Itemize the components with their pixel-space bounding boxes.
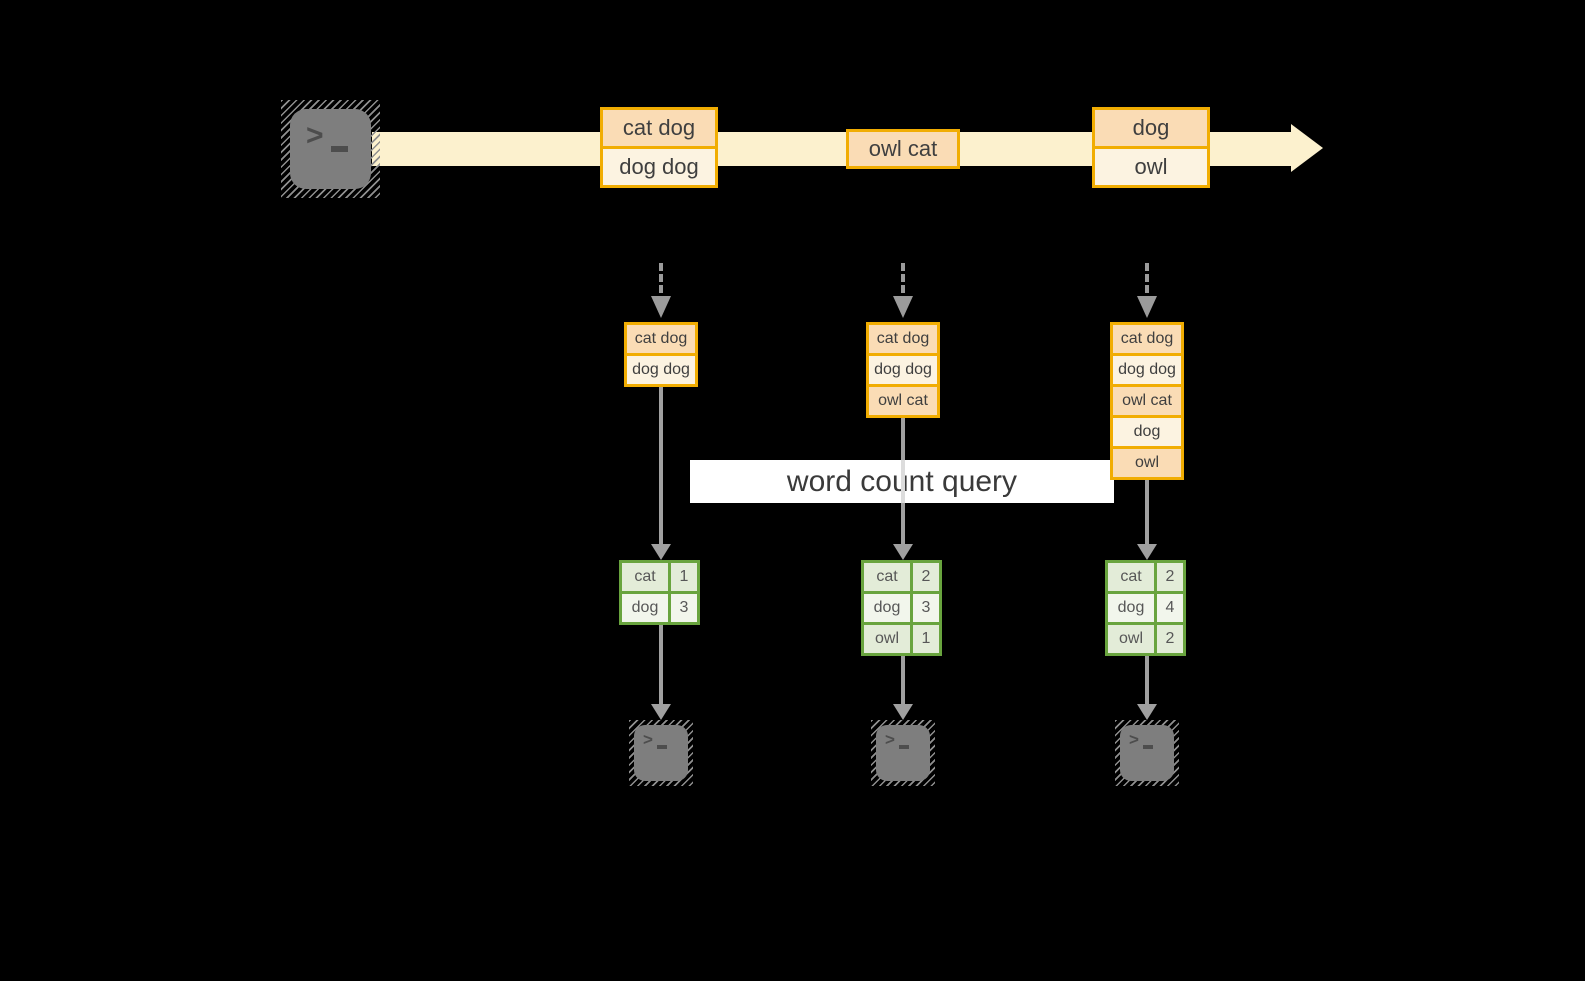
state-record: owl cat: [869, 387, 937, 415]
dashed-arrowhead: [893, 296, 913, 318]
dashed-arrowhead: [651, 296, 671, 318]
terminal-prompt-icon: >: [643, 730, 667, 750]
count-value: 2: [1157, 625, 1183, 653]
prompt-underscore: [330, 146, 348, 152]
count-value: 1: [913, 625, 939, 653]
terminal-icon: >: [871, 720, 935, 786]
state-record: owl: [1113, 449, 1181, 477]
arrowhead: [893, 544, 913, 560]
terminal-prompt-icon: >: [306, 119, 348, 153]
terminal-icon: >: [1115, 720, 1179, 786]
count-table-2: cat 2 dog 3 owl 1: [861, 560, 942, 656]
arrowhead: [651, 704, 671, 720]
prompt-underscore: [656, 745, 667, 749]
count-value: 2: [1157, 563, 1183, 591]
state-record: dog dog: [627, 356, 695, 384]
count-word: cat: [622, 563, 668, 591]
terminal-icon-body: >: [1120, 725, 1174, 781]
terminal-icon: >: [281, 100, 380, 198]
count-word: cat: [864, 563, 910, 591]
stream-record: dog dog: [603, 149, 715, 185]
stream-record: dog: [1095, 110, 1207, 146]
arrow-line: [1145, 656, 1149, 704]
count-word: owl: [1108, 625, 1154, 653]
state-record: cat dog: [1113, 325, 1181, 353]
count-value: 2: [913, 563, 939, 591]
dashed-arrow-line: [901, 263, 905, 293]
terminal-icon-body: >: [634, 725, 688, 781]
arrow-line: [659, 387, 663, 544]
arrowhead: [1137, 544, 1157, 560]
arrowhead: [1137, 704, 1157, 720]
state-snapshot-3: cat dog dog dog owl cat dog owl: [1110, 322, 1184, 480]
prompt-chevron: >: [306, 119, 324, 152]
stream-record: owl: [1095, 149, 1207, 185]
count-word: dog: [1108, 594, 1154, 622]
count-value: 3: [671, 594, 697, 622]
dashed-arrow-line: [1145, 263, 1149, 293]
prompt-chevron: >: [643, 730, 653, 749]
arrow-line: [1145, 480, 1149, 544]
stream-arrowhead: [1291, 124, 1323, 172]
count-word: owl: [864, 625, 910, 653]
arrowhead: [893, 704, 913, 720]
stream-batch-1: cat dog dog dog: [600, 107, 718, 188]
state-snapshot-1: cat dog dog dog: [624, 322, 698, 387]
arrowhead: [651, 544, 671, 560]
count-word: dog: [864, 594, 910, 622]
arrow-line-overlay: [901, 460, 905, 503]
terminal-prompt-icon: >: [885, 730, 909, 750]
dashed-arrowhead: [1137, 296, 1157, 318]
stream-batch-3: dog owl: [1092, 107, 1210, 188]
state-record: dog: [1113, 418, 1181, 446]
count-value: 3: [913, 594, 939, 622]
prompt-chevron: >: [885, 730, 895, 749]
terminal-icon-body: >: [290, 109, 371, 189]
state-record: dog dog: [869, 356, 937, 384]
state-record: cat dog: [627, 325, 695, 353]
terminal-icon: >: [629, 720, 693, 786]
count-word: dog: [622, 594, 668, 622]
arrow-line: [901, 656, 905, 704]
count-value: 4: [1157, 594, 1183, 622]
prompt-chevron: >: [1129, 730, 1139, 749]
prompt-underscore: [898, 745, 909, 749]
state-record: dog dog: [1113, 356, 1181, 384]
state-record: cat dog: [869, 325, 937, 353]
prompt-underscore: [1142, 745, 1153, 749]
state-record: owl cat: [1113, 387, 1181, 415]
count-value: 1: [671, 563, 697, 591]
count-word: cat: [1108, 563, 1154, 591]
state-snapshot-2: cat dog dog dog owl cat: [866, 322, 940, 418]
terminal-prompt-icon: >: [1129, 730, 1153, 750]
arrow-line: [659, 625, 663, 704]
stream-record: cat dog: [603, 110, 715, 146]
count-table-1: cat 1 dog 3: [619, 560, 700, 625]
stream-batch-2: owl cat: [846, 129, 960, 169]
terminal-icon-body: >: [876, 725, 930, 781]
count-table-3: cat 2 dog 4 owl 2: [1105, 560, 1186, 656]
stream-record: owl cat: [849, 132, 957, 166]
dashed-arrow-line: [659, 263, 663, 293]
